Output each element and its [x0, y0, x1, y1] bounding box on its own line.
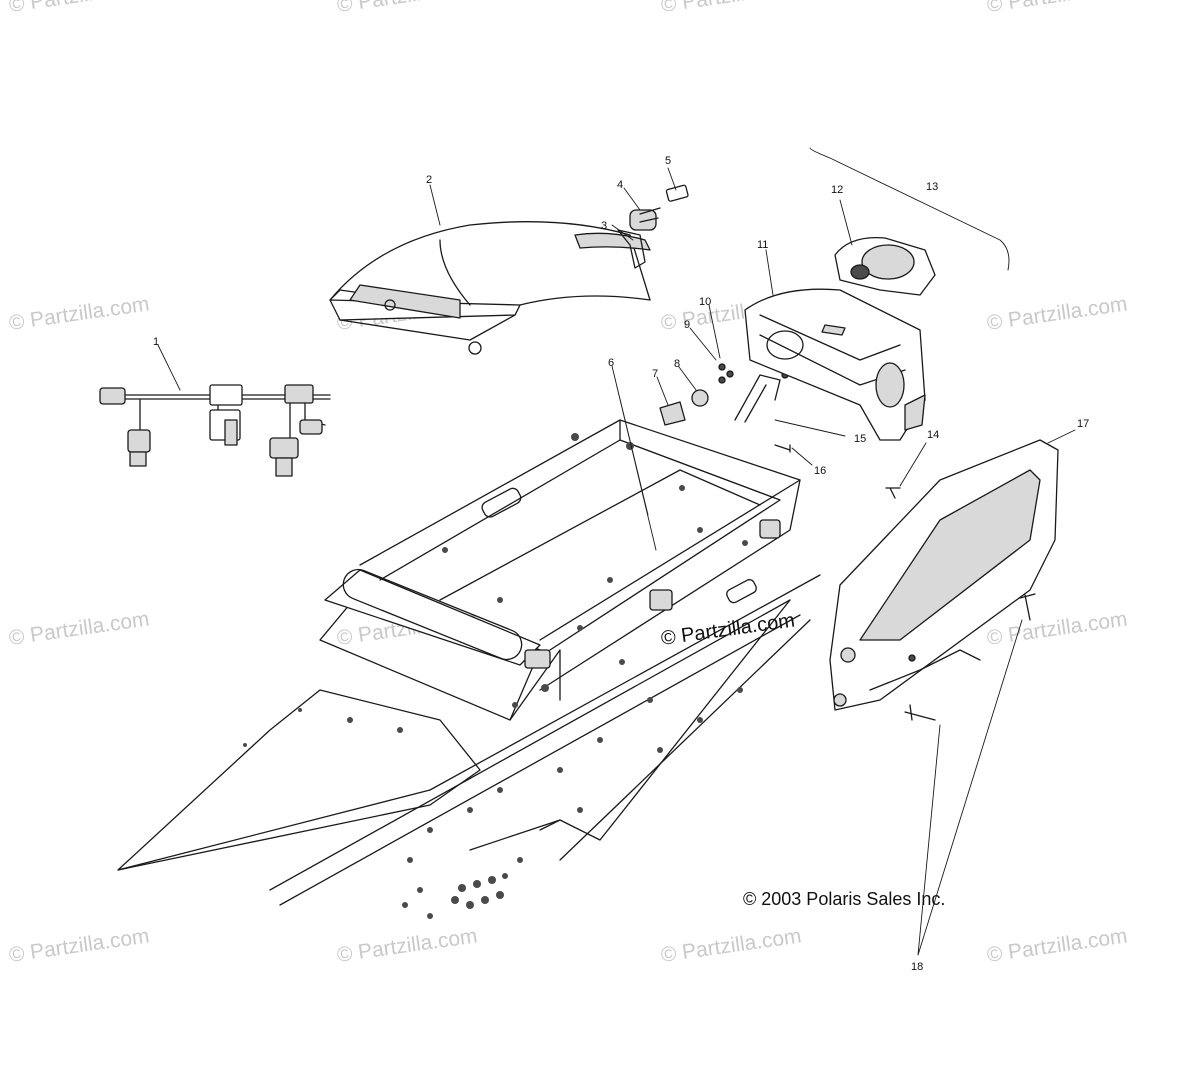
copyright-text: © 2003 Polaris Sales Inc.	[743, 889, 945, 909]
watermark: © Partzilla.com	[985, 924, 1128, 966]
callout-4: 4	[617, 179, 623, 191]
callout-17: 17	[1077, 418, 1089, 430]
leader-lines	[157, 167, 1076, 956]
callout-1: 1	[153, 336, 159, 348]
tail-housing	[744, 288, 926, 441]
watermark: © Partzilla.com	[335, 0, 478, 17]
watermark: © Partzilla.com	[985, 292, 1128, 334]
seat-cover	[329, 221, 651, 355]
callout-11: 11	[757, 239, 768, 251]
callout-13: 13	[926, 181, 938, 193]
small-hardware	[659, 363, 789, 426]
callout-7: 7	[652, 368, 658, 380]
watermark: © Partzilla.com	[7, 292, 150, 334]
watermark-overlay: © Partzilla.com	[660, 609, 797, 650]
lock-assembly	[617, 184, 689, 269]
tail-light	[809, 147, 1010, 296]
callout-16: 16	[814, 465, 826, 477]
watermark: © Partzilla.com	[659, 0, 802, 17]
callout-6: 6	[608, 357, 614, 369]
watermark: © Partzilla.com	[335, 924, 478, 966]
callout-2: 2	[426, 174, 432, 186]
callout-15: 15	[854, 433, 866, 445]
callout-8: 8	[674, 358, 680, 370]
fasteners	[904, 593, 1036, 721]
watermark: © Partzilla.com	[7, 0, 150, 17]
callout-14: 14	[927, 429, 939, 441]
callout-3: 3	[601, 220, 607, 232]
side-panel	[829, 439, 1059, 711]
watermark: © Partzilla.com	[985, 607, 1128, 649]
watermark: © Partzilla.com	[7, 924, 150, 966]
callout-5: 5	[665, 155, 671, 167]
watermark: © Partzilla.com	[7, 607, 150, 649]
bracket-and-screws	[734, 374, 901, 499]
callout-18: 18	[911, 961, 923, 973]
callouts: 1 2 3 4 5 6 7 8 9 10 11 12 13 14 15 16 1…	[153, 155, 1089, 973]
callout-12: 12	[831, 184, 843, 196]
tunnel-chassis	[117, 419, 821, 919]
wiring-harness	[99, 384, 331, 477]
watermark: © Partzilla.com	[659, 924, 802, 966]
callout-9: 9	[684, 319, 690, 331]
callout-10: 10	[699, 296, 711, 308]
watermark: © Partzilla.com	[985, 0, 1128, 17]
